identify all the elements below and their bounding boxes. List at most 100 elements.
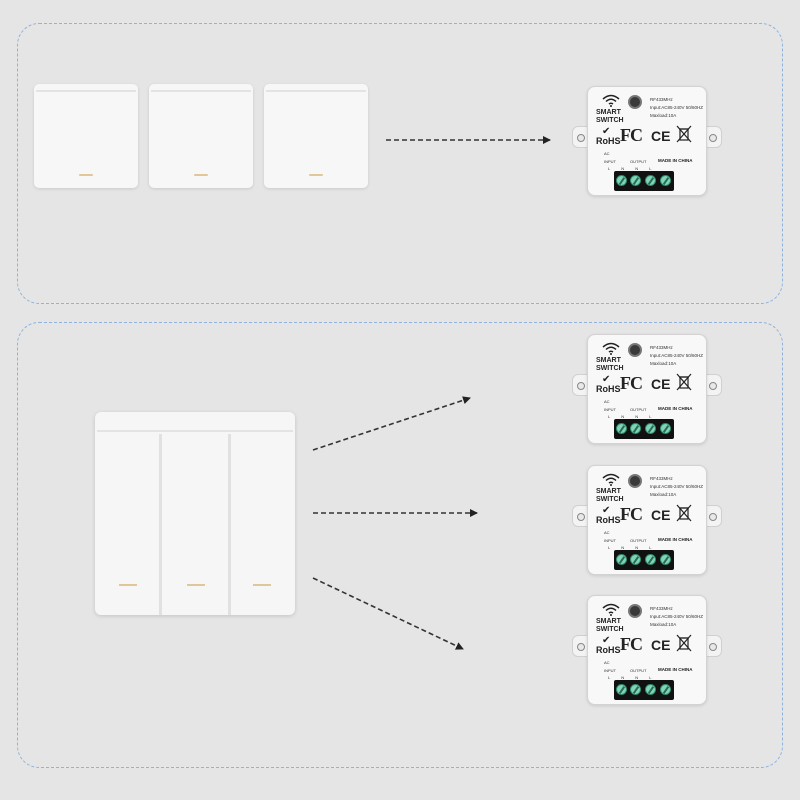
arrow-icon bbox=[312, 577, 464, 650]
input-spec-text: Input:AC85-240V 50/60HZ bbox=[650, 353, 704, 358]
terminal-screw bbox=[660, 175, 671, 186]
output-label: OUTPUT bbox=[630, 407, 647, 412]
fc-mark: FC bbox=[620, 634, 643, 654]
arrow-icon bbox=[312, 396, 471, 451]
module-body: SMART SWITCH RF433MHz Input:AC85-240V 50… bbox=[587, 334, 707, 444]
check-icon: ✔ bbox=[602, 374, 611, 385]
maxload-text: Maxload:10A bbox=[650, 492, 677, 497]
terminal-screw bbox=[645, 423, 656, 434]
indicator-led bbox=[119, 584, 137, 586]
made-in-text: MADE IN CHINA bbox=[658, 537, 693, 542]
terminal-block bbox=[614, 419, 674, 439]
terminal-screw bbox=[616, 423, 627, 434]
terminal-screw bbox=[616, 175, 627, 186]
made-in-text: MADE IN CHINA bbox=[658, 667, 693, 672]
wall-switch-3 bbox=[264, 84, 368, 188]
indicator-led bbox=[79, 174, 93, 176]
frequency-text: RF433MHz bbox=[650, 606, 673, 611]
smart-switch-module-1: SMART SWITCH RF433MHz Input:AC85-240V 50… bbox=[572, 334, 722, 444]
rohs-mark: RoHS bbox=[596, 645, 621, 655]
terminal-screw bbox=[660, 684, 671, 695]
maxload-text: Maxload:10A bbox=[650, 361, 677, 366]
terminal-letters: L N N L bbox=[608, 166, 657, 171]
wall-switch-2 bbox=[149, 84, 253, 188]
terminal-screw bbox=[616, 684, 627, 695]
pairing-button bbox=[628, 343, 642, 357]
terminal-screw bbox=[630, 423, 641, 434]
terminal-screw bbox=[660, 554, 671, 565]
smart-switch-module-2: SMART SWITCH RF433MHz Input:AC85-240V 50… bbox=[572, 465, 722, 575]
made-in-text: MADE IN CHINA bbox=[658, 406, 693, 411]
terminal-letters: L N N L bbox=[608, 675, 657, 680]
check-icon: ✔ bbox=[602, 505, 611, 516]
triple-gang-wall-switch bbox=[95, 412, 295, 615]
ce-mark: CE bbox=[651, 376, 671, 392]
terminal-screw bbox=[630, 175, 641, 186]
output-label: OUTPUT bbox=[630, 159, 647, 164]
smart-switch-module-3: SMART SWITCH RF433MHz Input:AC85-240V 50… bbox=[572, 595, 722, 705]
crossed-bin-icon bbox=[676, 504, 692, 522]
module-title: SMART SWITCH bbox=[596, 618, 624, 633]
input-label: INPUT bbox=[604, 407, 616, 412]
ac-label: AC bbox=[604, 151, 610, 156]
fc-mark: FC bbox=[620, 125, 643, 145]
indicator-led bbox=[194, 174, 208, 176]
module-body: SMART SWITCH RF433MHz Input:AC85-240V 50… bbox=[587, 86, 707, 196]
frequency-text: RF433MHz bbox=[650, 97, 673, 102]
wifi-icon bbox=[602, 94, 620, 107]
module-title: SMART SWITCH bbox=[596, 109, 624, 124]
output-label: OUTPUT bbox=[630, 668, 647, 673]
module-title: SMART SWITCH bbox=[596, 357, 624, 372]
key-divider bbox=[159, 434, 162, 615]
check-icon: ✔ bbox=[602, 126, 611, 137]
maxload-text: Maxload:10A bbox=[650, 622, 677, 627]
ce-mark: CE bbox=[651, 637, 671, 653]
wifi-icon bbox=[602, 603, 620, 616]
indicator-led bbox=[187, 584, 205, 586]
input-spec-text: Input:AC85-240V 50/60HZ bbox=[650, 105, 704, 110]
smart-switch-module-top: SMART SWITCH RF433MHz Input:AC85-240V 50… bbox=[572, 86, 722, 196]
input-spec-text: Input:AC85-240V 50/60HZ bbox=[650, 614, 704, 619]
terminal-letters: L N N L bbox=[608, 414, 657, 419]
wifi-icon bbox=[602, 342, 620, 355]
pairing-button bbox=[628, 95, 642, 109]
terminal-screw bbox=[660, 423, 671, 434]
module-title: SMART SWITCH bbox=[596, 488, 624, 503]
terminal-block bbox=[614, 680, 674, 700]
terminal-block bbox=[614, 550, 674, 570]
fc-mark: FC bbox=[620, 504, 643, 524]
terminal-screw bbox=[645, 554, 656, 565]
ac-label: AC bbox=[604, 660, 610, 665]
check-icon: ✔ bbox=[602, 635, 611, 646]
rohs-mark: RoHS bbox=[596, 384, 621, 394]
frequency-text: RF433MHz bbox=[650, 476, 673, 481]
terminal-screw bbox=[630, 684, 641, 695]
fc-mark: FC bbox=[620, 373, 643, 393]
rohs-mark: RoHS bbox=[596, 136, 621, 146]
input-spec-text: Input:AC85-240V 50/60HZ bbox=[650, 484, 704, 489]
input-label: INPUT bbox=[604, 538, 616, 543]
module-body: SMART SWITCH RF433MHz Input:AC85-240V 50… bbox=[587, 465, 707, 575]
terminal-screw bbox=[630, 554, 641, 565]
terminal-screw bbox=[616, 554, 627, 565]
rohs-mark: RoHS bbox=[596, 515, 621, 525]
ce-mark: CE bbox=[651, 128, 671, 144]
crossed-bin-icon bbox=[676, 373, 692, 391]
output-label: OUTPUT bbox=[630, 538, 647, 543]
terminal-screw bbox=[645, 175, 656, 186]
terminal-letters: L N N L bbox=[608, 545, 657, 550]
indicator-led bbox=[309, 174, 323, 176]
pairing-button bbox=[628, 604, 642, 618]
terminal-screw bbox=[645, 684, 656, 695]
indicator-led bbox=[253, 584, 271, 586]
crossed-bin-icon bbox=[676, 634, 692, 652]
wifi-icon bbox=[602, 473, 620, 486]
wall-switch-1 bbox=[34, 84, 138, 188]
input-label: INPUT bbox=[604, 668, 616, 673]
maxload-text: Maxload:10A bbox=[650, 113, 677, 118]
ce-mark: CE bbox=[651, 507, 671, 523]
pairing-button bbox=[628, 474, 642, 488]
input-label: INPUT bbox=[604, 159, 616, 164]
made-in-text: MADE IN CHINA bbox=[658, 158, 693, 163]
